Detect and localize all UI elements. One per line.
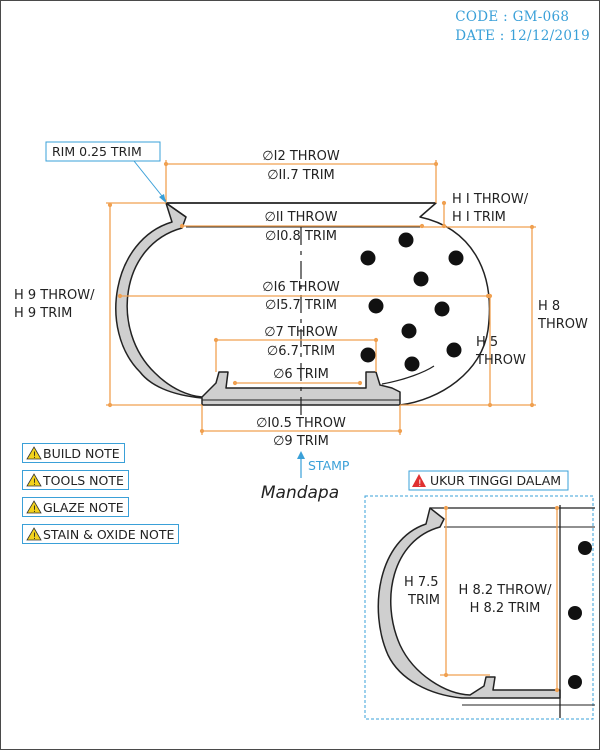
- detail-h-throw-line1: H 8.2 THROW/: [459, 583, 553, 598]
- neck-diameter-trim: ∅I0.8 TRIM: [265, 229, 337, 244]
- decoration-dot: [448, 250, 464, 266]
- detail-dot: [578, 541, 592, 555]
- decoration-dot: [398, 232, 414, 248]
- rim-leader-arrow: [159, 194, 166, 203]
- detail-dot: [568, 675, 582, 689]
- note-build[interactable]: ! BUILD NOTE: [22, 443, 125, 463]
- pot-wall-section: [115, 202, 401, 406]
- decoration-dot: [368, 298, 384, 314]
- rim-diameter-trim: ∅II.7 TRIM: [267, 168, 335, 183]
- title-block: CODE : GM-068 DATE : 12/12/2019: [455, 8, 590, 46]
- dimension-lines: [106, 160, 536, 435]
- body-diameter-trim: ∅I5.7 TRIM: [265, 298, 337, 313]
- body-diameter-throw: ∅I6 THROW: [262, 280, 340, 295]
- note-stain-oxide[interactable]: ! STAIN & OXIDE NOTE: [22, 524, 180, 544]
- warning-red-mark: !: [418, 479, 422, 489]
- dot-decoration: [360, 232, 464, 372]
- detail-dot: [568, 606, 582, 620]
- rim-callout: RIM 0.25 TRIM: [45, 141, 167, 203]
- warning-icon: !: [26, 446, 42, 460]
- foot-inner-diameter-trim: ∅6 TRIM: [273, 367, 329, 382]
- height-5-unit: THROW: [475, 353, 526, 368]
- note-build-label: BUILD NOTE: [43, 445, 120, 461]
- svg-text:!: !: [33, 478, 37, 487]
- detail-view: ! UKUR TINGGI DALAM H 7.5 TRIM H 8.2 THR…: [364, 470, 595, 720]
- notes-list: ! BUILD NOTE ! TOOLS NOTE ! GLAZE NOTE !…: [22, 443, 180, 551]
- base-diameter-throw: ∅I0.5 THROW: [256, 416, 346, 431]
- decoration-dot: [434, 301, 450, 317]
- stamp-callout: STAMP Mandapa: [261, 451, 350, 503]
- base-diameter-trim: ∅9 TRIM: [273, 434, 329, 449]
- detail-frame: [364, 495, 594, 720]
- warning-red-icon: [412, 474, 426, 487]
- note-tools[interactable]: ! TOOLS NOTE: [22, 470, 129, 490]
- svg-text:!: !: [33, 451, 37, 460]
- total-height-throw: H 9 THROW/: [14, 288, 95, 303]
- product-code: CODE : GM-068: [455, 9, 570, 25]
- stamp-label: STAMP: [308, 458, 350, 473]
- inner-diameter-throw: ∅7 THROW: [264, 325, 338, 340]
- detail-title: UKUR TINGGI DALAM: [430, 473, 561, 488]
- decoration-dot: [360, 347, 376, 363]
- rim-diameter-throw: ∅I2 THROW: [262, 149, 340, 164]
- neck-height-trim: H I TRIM: [452, 210, 506, 225]
- detail-dimensions: [440, 505, 560, 693]
- detail-title-box: [408, 470, 569, 491]
- warning-icon: !: [26, 527, 42, 541]
- decoration-dot: [446, 342, 462, 358]
- height-8-unit: THROW: [537, 317, 588, 332]
- note-stain-oxide-label: STAIN & OXIDE NOTE: [43, 526, 175, 542]
- neck-height-throw: H I THROW/: [452, 192, 529, 207]
- warning-icon: !: [26, 500, 42, 514]
- rim-leader: [133, 160, 167, 202]
- drawing-date: DATE : 12/12/2019: [455, 28, 590, 44]
- svg-text:!: !: [33, 532, 37, 541]
- height-5-value: H 5: [476, 335, 498, 350]
- note-glaze-label: GLAZE NOTE: [43, 499, 124, 515]
- decoration-dot: [360, 250, 376, 266]
- detail-h-trim-value: H 7.5: [404, 575, 439, 590]
- neck-diameter-throw: ∅II THROW: [265, 210, 338, 225]
- inner-curve: [381, 365, 435, 385]
- detail-h-throw-line2: H 8.2 TRIM: [470, 601, 541, 616]
- rim-label-box: [45, 141, 161, 162]
- decoration-dot: [404, 356, 420, 372]
- rim-label: RIM 0.25 TRIM: [52, 144, 142, 159]
- detail-h-trim-unit: TRIM: [407, 593, 440, 608]
- note-tools-label: TOOLS NOTE: [43, 472, 124, 488]
- height-8-value: H 8: [538, 299, 560, 314]
- warning-icon: !: [26, 473, 42, 487]
- decoration-dot: [413, 271, 429, 287]
- detail-labels: H 7.5 TRIM H 8.2 THROW/ H 8.2 TRIM: [404, 575, 552, 616]
- stamp-arrow: [297, 451, 305, 459]
- note-glaze[interactable]: ! GLAZE NOTE: [22, 497, 129, 517]
- total-height-trim: H 9 TRIM: [14, 306, 72, 321]
- dimension-labels: ∅I2 THROW ∅II.7 TRIM ∅II THROW ∅I0.8 TRI…: [14, 149, 588, 449]
- inner-diameter-trim: ∅6.7 TRIM: [267, 344, 335, 359]
- decoration-dot: [401, 323, 417, 339]
- brand-signature: Mandapa: [261, 483, 339, 503]
- detail-wall-section: [377, 507, 561, 699]
- svg-text:!: !: [33, 505, 37, 514]
